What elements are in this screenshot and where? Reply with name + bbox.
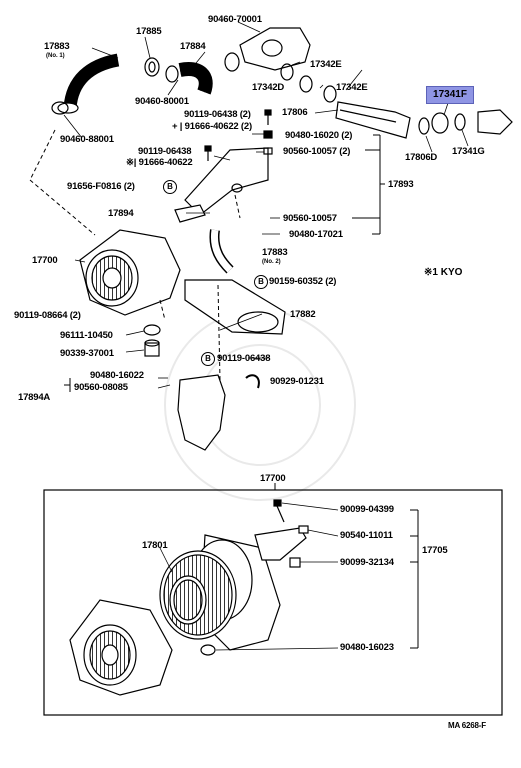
part-label-90560-08085: 90560-08085 (74, 382, 128, 393)
part-label-90560-10057-2: 90560-10057 (2) (283, 146, 351, 157)
grommet-icon (200, 644, 216, 656)
bolt-icon (264, 109, 272, 125)
clamp-icon (454, 113, 466, 131)
air-cleaner-icon (79, 229, 181, 316)
part-label-96111-10450: 96111-10450 (60, 330, 113, 341)
part-label-17882: 17882 (290, 309, 316, 320)
bolt-icon (263, 147, 273, 155)
part-label-17883: 17883 (44, 41, 70, 52)
part-label-90480-17021: 90480-17021 (289, 229, 343, 240)
ref-marker-b: B (254, 275, 268, 289)
resonator-icon (224, 27, 311, 72)
part-label-17342d: 17342D (252, 82, 285, 93)
part-label-17700-mid: 17700 (32, 255, 58, 266)
part-label-90480-16022: 90480-16022 (90, 370, 144, 381)
part-label-90119-08664: 90119-08664 (2) (14, 310, 81, 321)
figure-code: MA 6268-F (448, 721, 486, 730)
part-label-90929-01231: 90929-01231 (270, 376, 324, 387)
part-label-90119-06438-low: 90119-06438 (217, 353, 271, 364)
ref-marker-b: B (163, 180, 177, 194)
part-label-90480-16020: 90480-16020 (2) (285, 130, 353, 141)
grommet-icon (143, 324, 161, 336)
part-label-90099-32134: 90099-32134 (340, 557, 394, 568)
bracket-icon (177, 374, 226, 451)
bracket-icon (254, 527, 307, 561)
duct-icon (335, 101, 411, 139)
part-label-17893: 17893 (388, 179, 414, 190)
part-label-90540-11011: 90540-11011 (340, 530, 393, 541)
hose-icon (57, 53, 120, 114)
part-label-90460-88001: 90460-88001 (60, 134, 114, 145)
part-label-90480-16023: 90480-16023 (340, 642, 394, 653)
part-label-90460-80001: 90460-80001 (135, 96, 189, 107)
clamp-icon (165, 65, 179, 83)
part-label-90560-10057: 90560-10057 (283, 213, 337, 224)
filter-element-icon (159, 550, 237, 640)
part-label-90119-06438-mid: 90119-06438 (138, 146, 192, 157)
grommet-icon (144, 57, 160, 77)
part-label-91666-40622-mid: ※| 91666-40622 (126, 157, 193, 168)
part-label-90339-37001: 90339-37001 (60, 348, 114, 359)
part-label-17894a: 17894A (18, 392, 51, 403)
part-label-90159-60352: 90159-60352 (2) (269, 276, 337, 287)
bushing-icon (144, 339, 160, 357)
kyo-note: ※1 KYO (424, 267, 463, 278)
part-label-91656-f0816: 91656-F0816 (2) (67, 181, 135, 192)
part-label-90119-06438-top: 90119-06438 (2) (184, 109, 251, 120)
bracket-icon (174, 204, 206, 223)
clamp-icon (418, 117, 430, 135)
nut-icon (298, 525, 309, 534)
bolt-icon (204, 145, 212, 161)
bolt-icon (273, 499, 285, 523)
part-label-17894: 17894 (108, 208, 134, 219)
part-label-17342e-b: 17342E (336, 82, 368, 93)
part-label-17341g: 17341G (452, 146, 485, 157)
adapter-icon (477, 109, 513, 135)
part-label-90099-04399: 90099-04399 (340, 504, 394, 515)
clip-icon (245, 374, 260, 389)
ref-marker-b: B (201, 352, 215, 366)
part-label-17806d: 17806D (405, 152, 438, 163)
part-label-17801: 17801 (142, 540, 168, 551)
hose-sleeve-icon (431, 112, 449, 134)
part-label-17806: 17806 (282, 107, 308, 118)
part-label-17883-no2: 17883 (262, 247, 288, 258)
clamp-icon (299, 75, 313, 93)
part-label-17883-no2-note: (No. 2) (262, 259, 281, 265)
part-label-91666-40622-top: + | 91666-40622 (2) (172, 121, 252, 132)
nut-icon (289, 557, 301, 568)
part-label-17700-box: 17700 (260, 473, 286, 484)
part-label-17341f-highlighted[interactable]: 17341F (426, 86, 474, 104)
clamp-icon (280, 63, 294, 81)
part-label-17884: 17884 (180, 41, 206, 52)
part-label-17705: 17705 (422, 545, 448, 556)
part-label-17883-note: (No. 1) (46, 53, 65, 59)
part-label-17342e-a: 17342E (310, 59, 342, 70)
air-cleaner-cover-icon (69, 599, 173, 696)
part-label-17885: 17885 (136, 26, 162, 37)
clamp-icon (323, 85, 337, 103)
clamp-icon (51, 101, 69, 115)
sub-assembly-frame (43, 489, 503, 716)
part-label-90460-70001: 90460-70001 (208, 14, 262, 25)
duct-icon (184, 279, 286, 335)
bolt-icon (263, 130, 273, 139)
